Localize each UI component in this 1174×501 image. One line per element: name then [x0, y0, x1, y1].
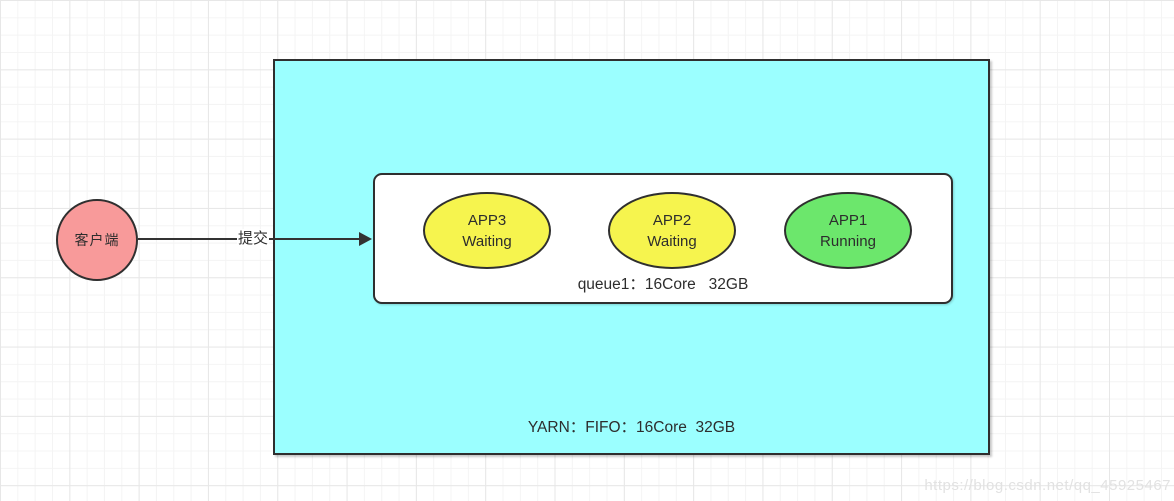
yarn-label: YARN：FIFO：16Core 32GB: [527, 419, 736, 436]
watermark-text: https://blog.csdn.net/qq_45925467: [924, 477, 1171, 494]
queue-label: queue1：16Core 32GB: [577, 276, 749, 293]
queue-box: APP3 Waiting APP2 Waiting APP1 Running q…: [373, 173, 953, 304]
app2-name: APP2: [652, 211, 692, 229]
app2-status: Waiting: [647, 232, 697, 250]
app3-name: APP3: [467, 211, 507, 229]
client-node: 客户端: [56, 199, 138, 281]
client-label: 客户端: [74, 232, 120, 248]
submit-arrow-head-icon: [359, 232, 372, 246]
app2-node: APP2 Waiting: [608, 192, 736, 269]
submit-arrow-label: 提交: [237, 229, 270, 249]
app1-name: APP1: [828, 211, 868, 229]
app1-node: APP1 Running: [784, 192, 912, 269]
app3-node: APP3 Waiting: [423, 192, 551, 269]
app3-status: Waiting: [462, 232, 512, 250]
app1-status: Running: [820, 232, 876, 250]
